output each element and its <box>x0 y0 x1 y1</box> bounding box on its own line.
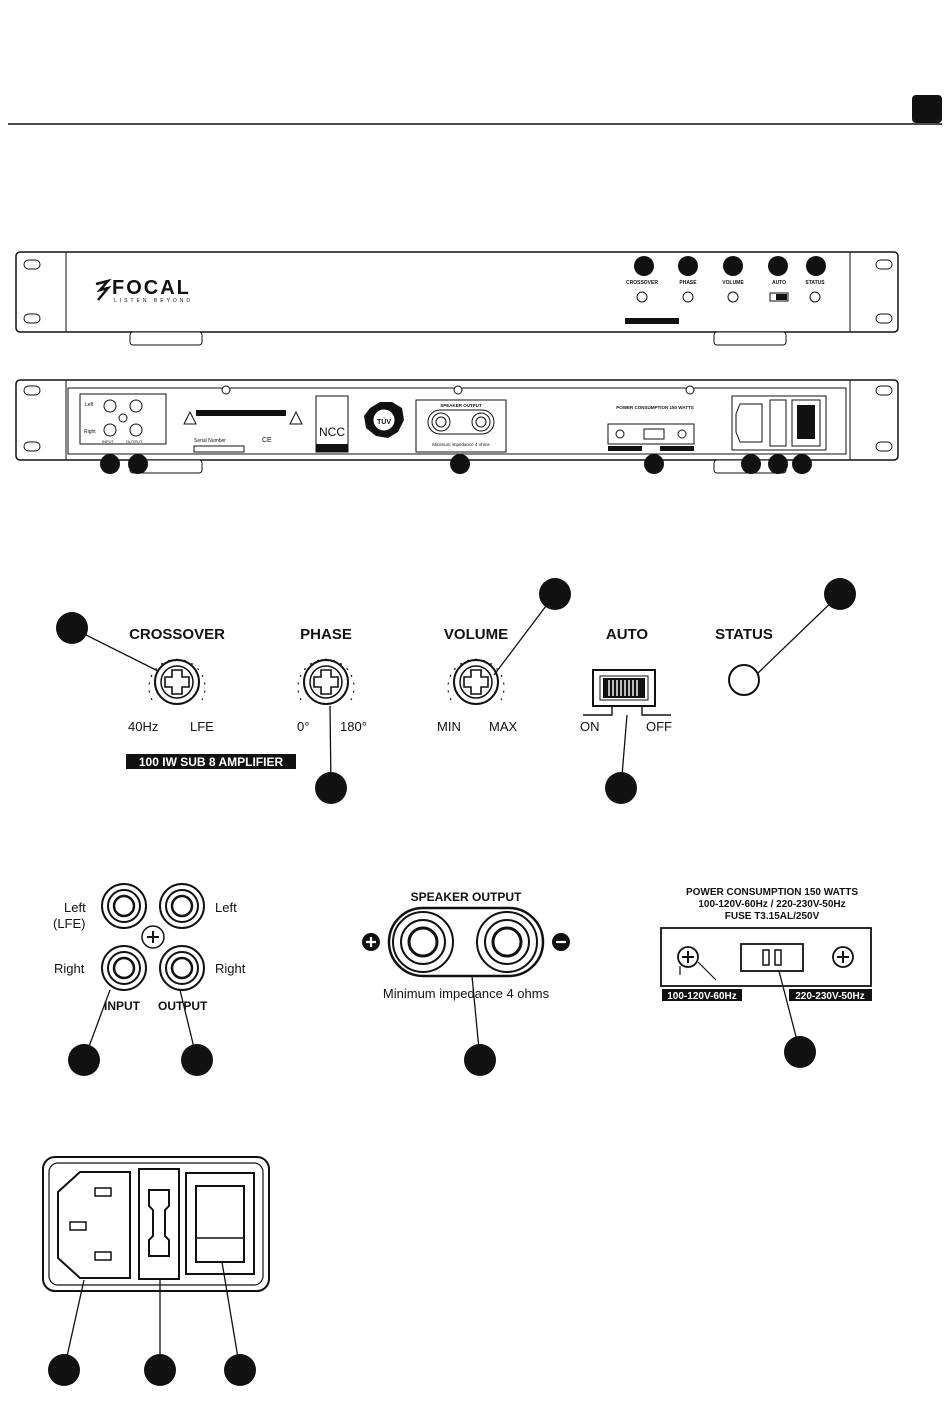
status-label: STATUS <box>715 626 773 643</box>
ce-mark: CE <box>262 437 272 444</box>
rca-input-right <box>101 945 147 991</box>
brand-tagline: LISTEN BEYOND <box>114 298 193 304</box>
phase-knob <box>297 658 355 705</box>
phase-label: PHASE <box>300 626 352 643</box>
rear-callouts-small <box>100 454 812 474</box>
focal-logo-mark <box>95 278 112 301</box>
rca-left-out-label: Left <box>215 900 237 915</box>
mini-rear-left: Left <box>85 402 94 408</box>
rca-right-label: Right <box>54 961 85 976</box>
mini-rear-output: OUTPUT <box>126 439 143 444</box>
crossover-knob <box>148 658 206 705</box>
voltage-low-badge <box>662 989 742 1001</box>
mini-phase: PHASE <box>679 280 697 286</box>
rca-output-label: OUTPUT <box>158 999 208 1013</box>
auto-on: ON <box>580 719 600 734</box>
front-callouts-small <box>634 256 826 276</box>
mini-rear-right: Right <box>84 429 96 435</box>
speaker-output-detail: SPEAKER OUTPUT Minimum impedance 4 ohms <box>362 890 570 1001</box>
voltage-high-badge <box>789 989 872 1001</box>
voltage-detail: POWER CONSUMPTION 150 WATTS 100-120V-60H… <box>660 887 872 1002</box>
iec-inlet <box>57 1171 131 1279</box>
phase-180: 180° <box>340 719 367 734</box>
volume-max: MAX <box>489 719 518 734</box>
mini-volume: VOLUME <box>722 280 744 286</box>
mini-impedance: Minimum impedance 4 ohms <box>432 442 490 447</box>
rca-input-label: INPUT <box>104 999 141 1013</box>
crossover-label: CROSSOVER <box>129 626 225 643</box>
auto-switch <box>583 669 671 716</box>
phase-0: 0° <box>297 719 309 734</box>
mini-power: POWER CONSUMPTION 150 WATTS <box>616 405 693 410</box>
fuse-label: FUSE T3.15AL/250V <box>725 911 820 922</box>
power-inlet-detail <box>42 1156 270 1292</box>
speaker-callout <box>464 975 496 1076</box>
rca-output-left <box>159 883 205 929</box>
mini-speaker-output: SPEAKER OUTPUT <box>440 403 482 408</box>
rca-input-left <box>101 883 147 929</box>
rca-output-right <box>159 945 205 991</box>
rca-detail: Left (LFE) Left Right Right INPUT OUTPUT <box>53 883 246 1013</box>
mini-auto: AUTO <box>772 280 786 286</box>
voltage-low-label: 100-120V-60Hz <box>667 991 737 1002</box>
power-consumption-label: POWER CONSUMPTION 150 WATTS <box>686 887 858 898</box>
rear-panel-overview: Left Right INPUT OUTPUT Serial Number CE… <box>15 379 899 474</box>
model-badge <box>126 754 296 769</box>
mini-rear-input: INPUT <box>102 439 115 444</box>
front-controls-detail: CROSSOVER PHASE VOLUME AUTO STATUS 40Hz … <box>126 626 773 769</box>
rca-right-out-label: Right <box>215 961 246 976</box>
crossover-40hz: 40Hz <box>128 719 158 734</box>
voltage-callout <box>778 970 816 1068</box>
auto-label: AUTO <box>606 626 649 643</box>
mini-serial: Serial Number <box>194 438 226 444</box>
speaker-terminal-negative <box>476 911 538 973</box>
impedance-label: Minimum impedance 4 ohms <box>383 986 550 1001</box>
speaker-terminal-positive <box>392 911 454 973</box>
volume-label: VOLUME <box>444 626 508 643</box>
rca-callouts <box>68 989 213 1076</box>
volume-knob <box>447 658 505 705</box>
auto-off: OFF <box>646 719 672 734</box>
mini-crossover: CROSSOVER <box>626 280 658 286</box>
rca-left-label: Left <box>64 900 86 915</box>
crossover-lfe: LFE <box>190 719 214 734</box>
mini-ncc: NCC <box>319 425 345 439</box>
power-voltages-label: 100-120V-60Hz / 220-230V-50Hz <box>698 899 845 910</box>
mini-tuv: TÜV <box>377 417 391 426</box>
brand-logo: FOCAL <box>112 277 191 299</box>
mini-status: STATUS <box>805 280 825 286</box>
front-detail-callouts <box>56 578 856 804</box>
power-inlet-callouts <box>48 1261 256 1386</box>
rca-lfe-label: (LFE) <box>53 916 86 931</box>
status-led <box>728 664 760 696</box>
model-label: 100 IW SUB 8 AMPLIFIER <box>139 755 284 769</box>
speaker-output-label: SPEAKER OUTPUT <box>411 890 522 904</box>
page-tab <box>912 95 942 123</box>
volume-min: MIN <box>437 719 461 734</box>
front-panel-overview: FOCAL LISTEN BEYOND CROSSOVER PHASE VOLU… <box>15 251 899 346</box>
voltage-selector <box>740 943 804 972</box>
voltage-high-label: 220-230V-50Hz <box>795 991 865 1002</box>
